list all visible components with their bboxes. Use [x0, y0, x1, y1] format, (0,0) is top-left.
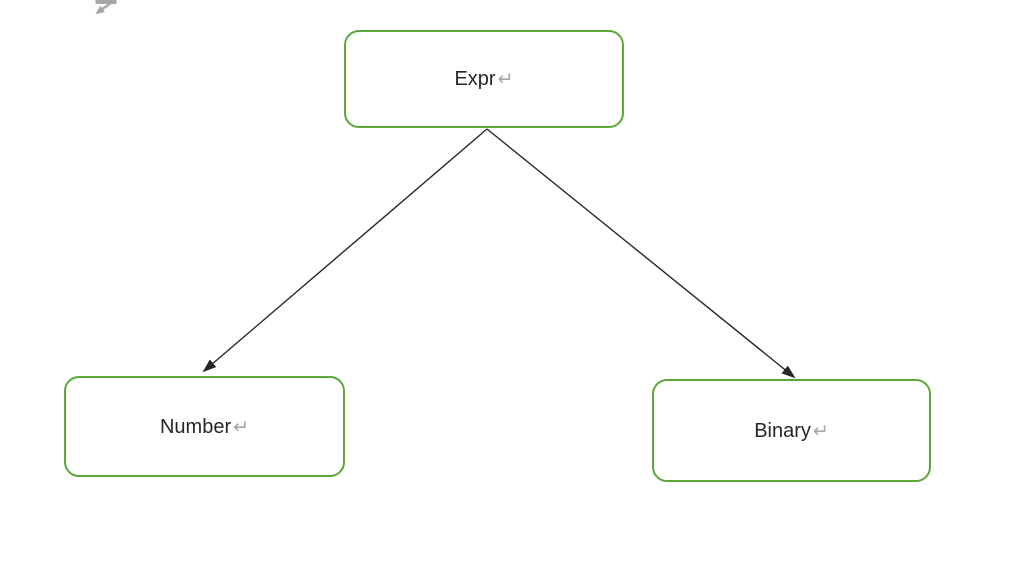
node-number-label: Number↵	[159, 415, 250, 438]
paragraph-mark-icon: ↵	[497, 69, 514, 90]
paragraph-mark-icon: ↵	[233, 416, 250, 438]
edge-expr-to-binary[interactable]	[486, 128, 796, 379]
node-number[interactable]: Number↵	[64, 376, 345, 477]
node-binary[interactable]: Binary↵	[652, 379, 931, 482]
edge-expr-to-number[interactable]	[202, 128, 488, 373]
node-expr[interactable]: Expr↵	[344, 30, 624, 128]
node-expr-label: Expr↵	[454, 68, 514, 90]
clipped-return-icon	[95, 0, 117, 15]
node-binary-label: Binary↵	[754, 419, 829, 442]
paragraph-mark-icon: ↵	[812, 420, 829, 442]
